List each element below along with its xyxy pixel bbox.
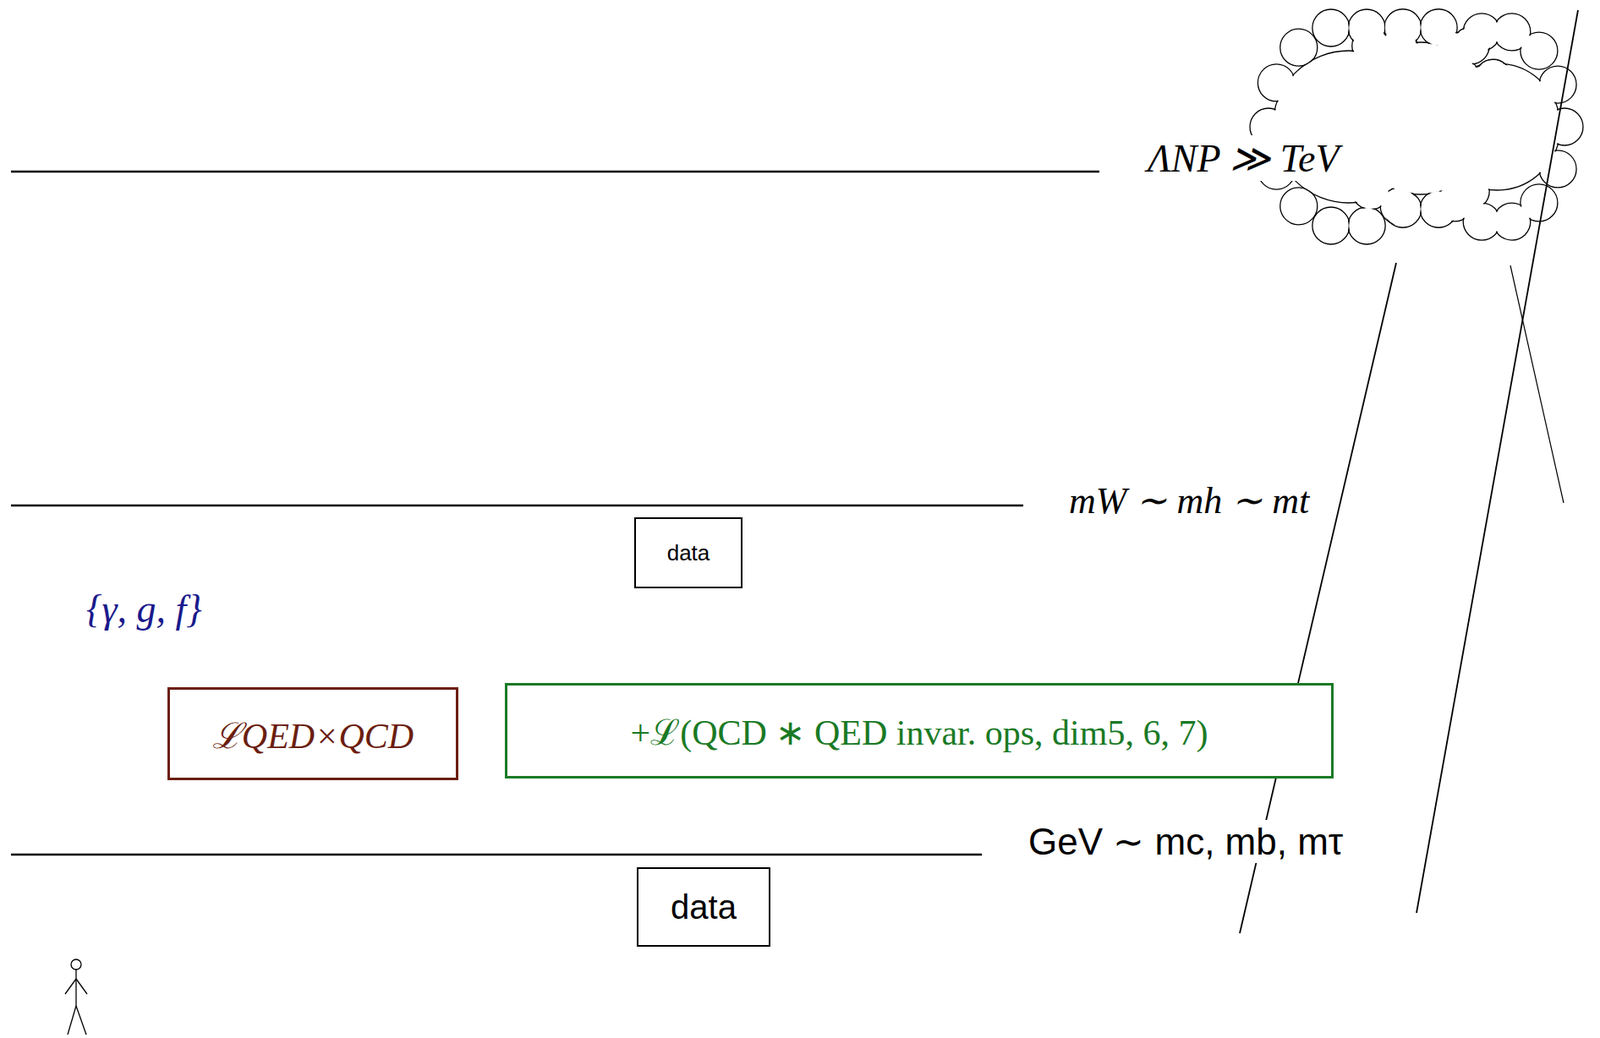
cloud-fill bbox=[1463, 14, 1500, 50]
cloud bbox=[1249, 9, 1584, 245]
data-box: data bbox=[636, 867, 771, 948]
field-content-label: {γ, g, f} bbox=[84, 586, 204, 632]
lagrangian-box: ℒQED×QCD bbox=[167, 687, 459, 781]
cloud-fill bbox=[1348, 208, 1385, 244]
cloud-fill bbox=[1281, 188, 1317, 225]
cloud-fill bbox=[1313, 208, 1349, 244]
cloud-puff bbox=[1312, 9, 1350, 47]
box-text: +ℒ(QCD ∗ QED invar. ops, dim5, 6, 7) bbox=[630, 706, 1209, 756]
stick-figure bbox=[65, 959, 88, 1036]
cloud-fill bbox=[1385, 191, 1421, 227]
cloud-puff bbox=[1347, 207, 1386, 245]
cloud-fill bbox=[1494, 203, 1530, 240]
box-text: data bbox=[667, 540, 711, 567]
cloud-fill bbox=[1436, 185, 1473, 221]
diagonal-line bbox=[1416, 10, 1579, 914]
box-text: data bbox=[670, 888, 737, 927]
data-box: data bbox=[634, 517, 743, 589]
cloud-fill bbox=[1313, 10, 1349, 46]
box-text: ℒQED×QCD bbox=[212, 710, 414, 759]
scale-line bbox=[10, 854, 982, 857]
cloud-puff bbox=[1312, 207, 1350, 245]
cloud-fill bbox=[1281, 29, 1317, 66]
cloud-fill bbox=[1521, 32, 1557, 69]
scale-label: ΛNP ≫ TeV bbox=[1145, 135, 1342, 181]
operator-box: +ℒ(QCD ∗ QED invar. ops, dim5, 6, 7) bbox=[504, 683, 1334, 779]
scale-line bbox=[10, 170, 1100, 174]
cloud-fill bbox=[1434, 64, 1560, 190]
scale-line bbox=[10, 504, 1024, 508]
scale-label: mW ∼ mh ∼ mt bbox=[1067, 478, 1311, 523]
cloud-fill bbox=[1385, 10, 1421, 46]
diagonal-line bbox=[1510, 265, 1564, 504]
scale-label: GeV ∼ mc, mb, mτ bbox=[1026, 820, 1345, 864]
